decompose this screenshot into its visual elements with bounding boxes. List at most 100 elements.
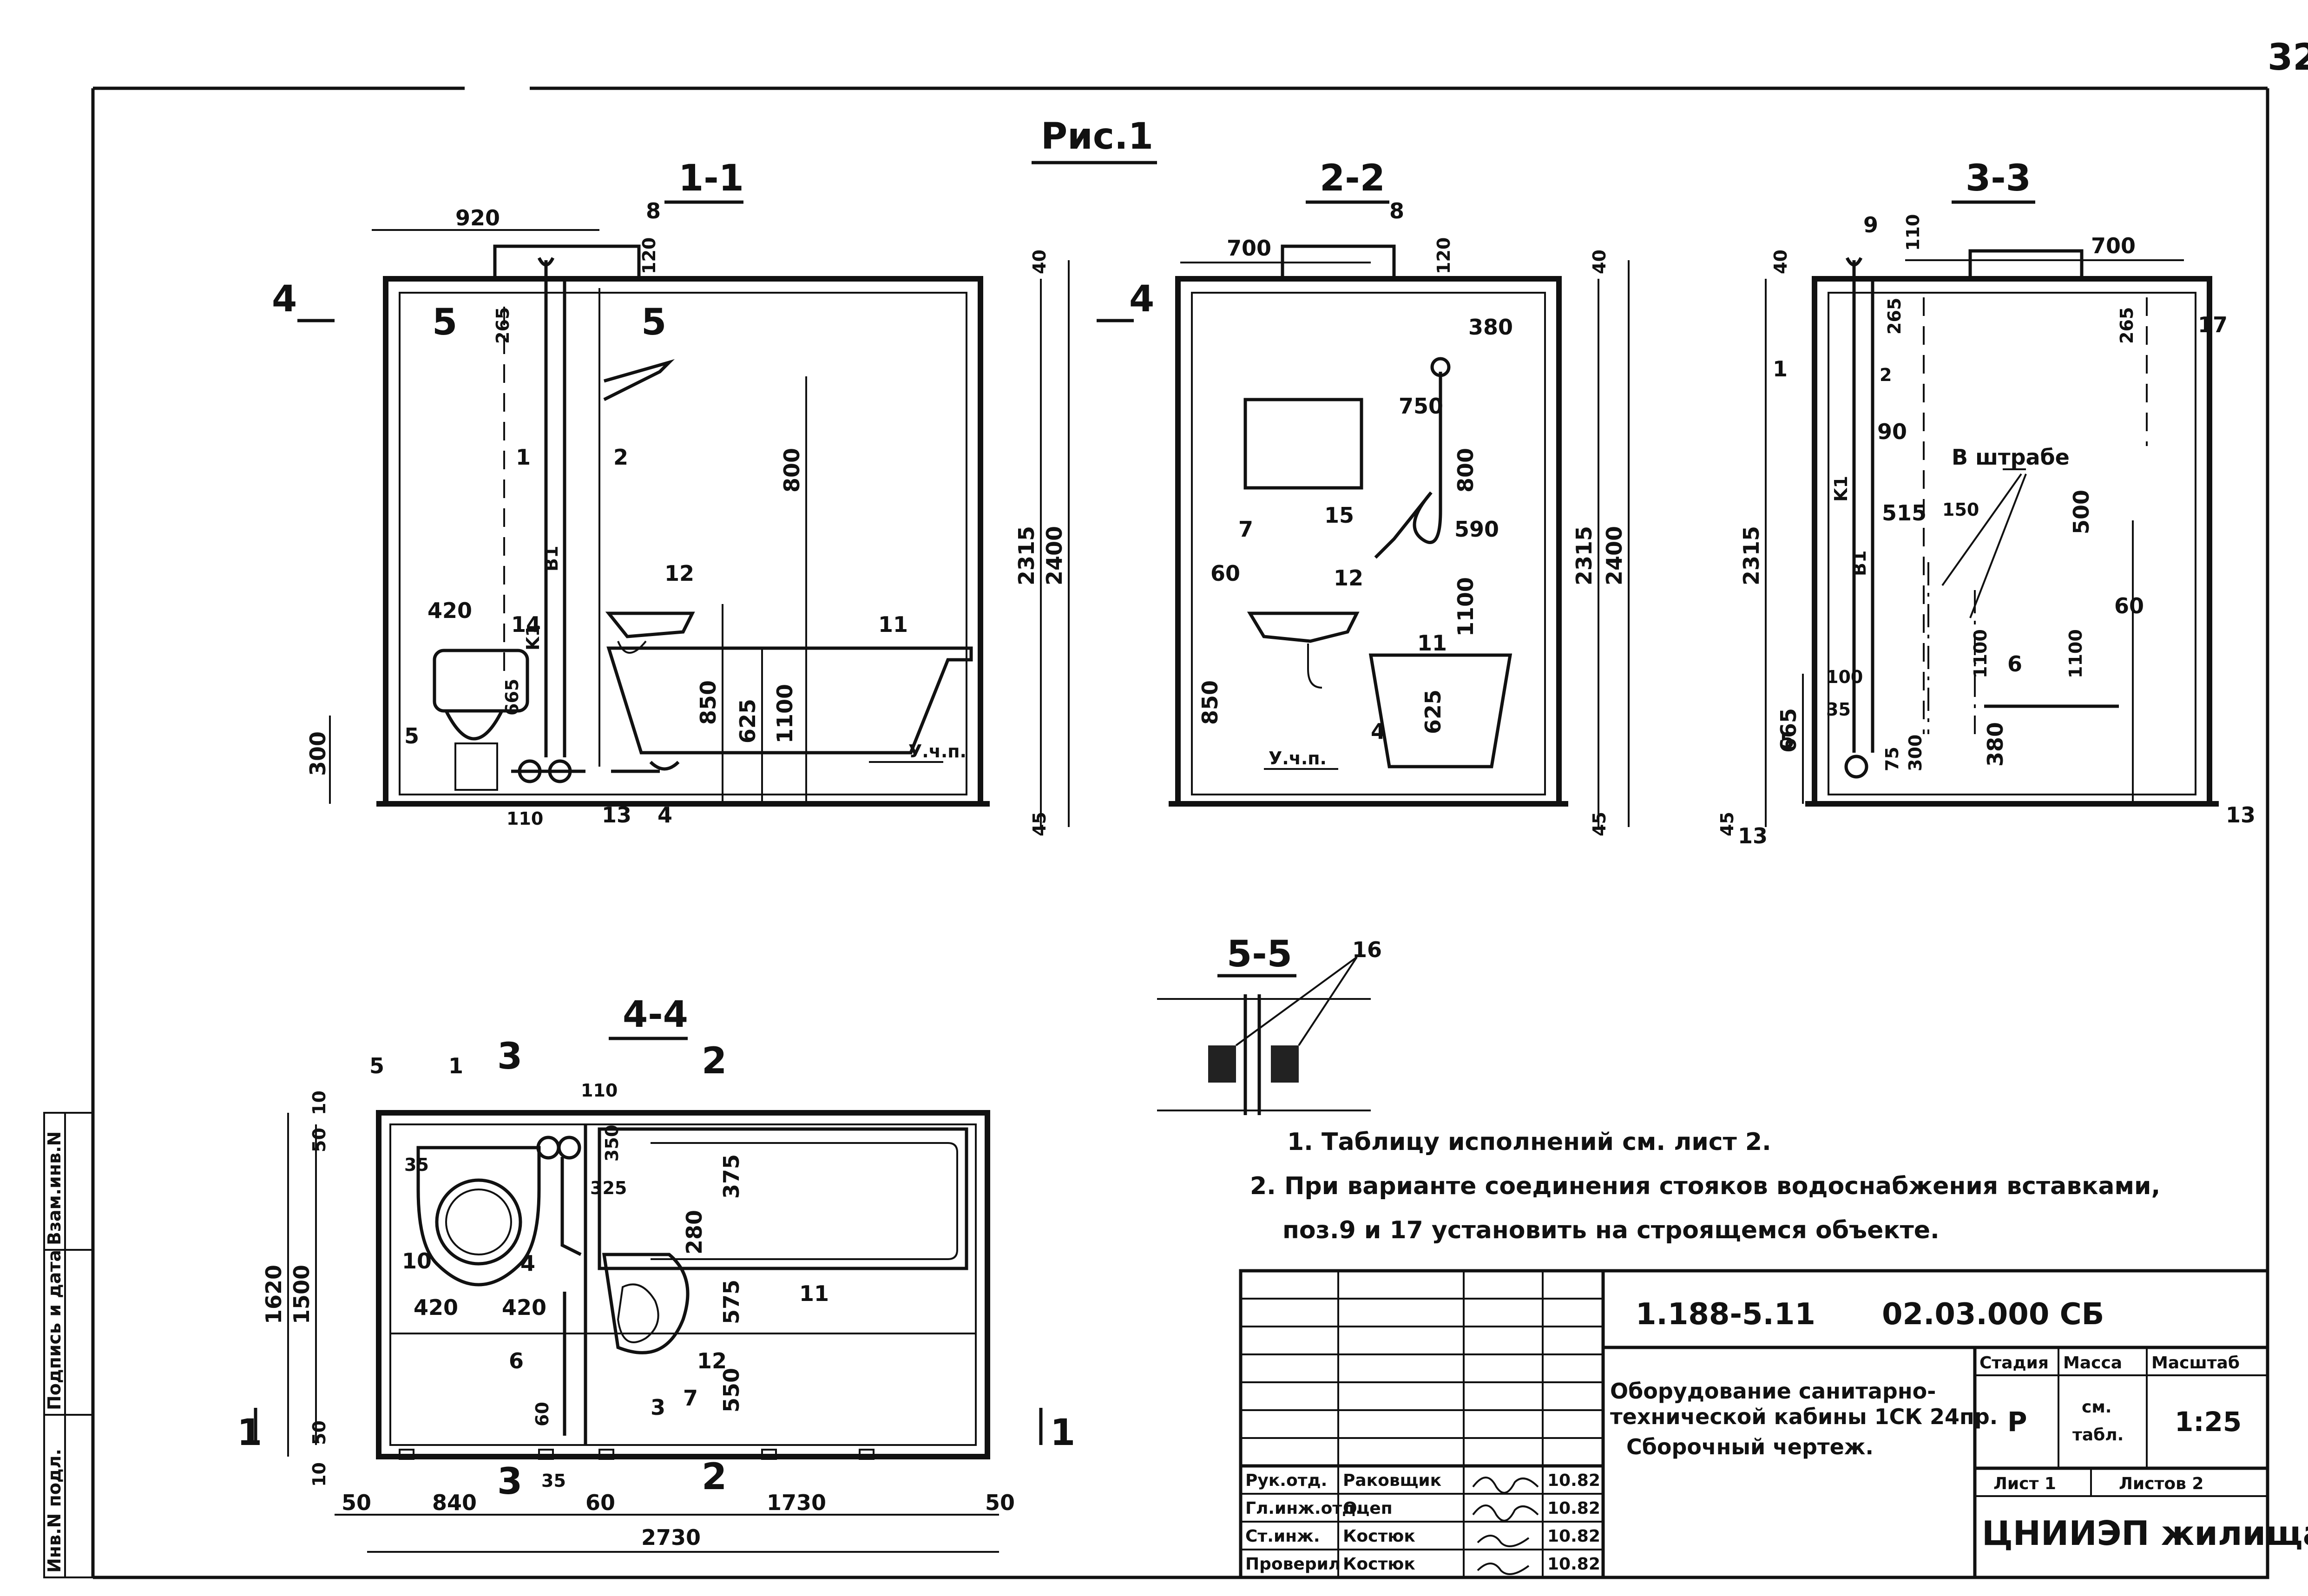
- signature-1: [1472, 1504, 1539, 1522]
- name-2: Костюк: [1343, 1527, 1415, 1546]
- dim-90: 90: [1877, 419, 1907, 444]
- dim-2315: 2315: [1739, 526, 1764, 585]
- cut-5-left: 5: [432, 302, 457, 343]
- callout-6: 6: [509, 1348, 524, 1373]
- side-stamp: Инв.N подл. Подпись и дата Взам.инв.N: [43, 1112, 94, 1578]
- dim-515: 515: [1882, 500, 1927, 525]
- callout-8: 8: [646, 198, 661, 223]
- dim-60: 60: [532, 1402, 552, 1426]
- dim-60-bottom: 60: [585, 1490, 615, 1515]
- dim-575: 575: [719, 1280, 744, 1324]
- callout-12: 12: [697, 1348, 727, 1373]
- dim-800: 800: [1453, 448, 1478, 493]
- callout-13: 13: [602, 802, 631, 828]
- callout-5: 5: [1780, 728, 1795, 753]
- signature-3: [1477, 1563, 1530, 1575]
- section-3-3-title: 3-3: [1966, 158, 2031, 199]
- dim-110: 110: [581, 1080, 618, 1101]
- callout-12: 12: [1334, 565, 1363, 591]
- side-stamp-sign: Подпись и дата: [44, 1250, 65, 1410]
- grille-left: [1208, 1045, 1236, 1083]
- section-2-2-title: 2-2: [1320, 158, 1385, 199]
- riser-b1: B1: [541, 546, 562, 571]
- scale-header: Масштаб: [2151, 1353, 2240, 1373]
- name-0: Раковщик: [1343, 1471, 1441, 1490]
- section-1-1: 1-1 У.ч.п. 920 12: [272, 158, 1154, 836]
- level-mark-2-2: У.ч.п.: [1269, 748, 1327, 768]
- dim-800: 800: [779, 448, 804, 493]
- dim-150: 150: [1942, 499, 1979, 520]
- page-number: 32: [2268, 37, 2308, 79]
- dim-700: 700: [2091, 233, 2136, 258]
- callout-15: 15: [1324, 503, 1354, 528]
- callout-1: 1: [516, 445, 531, 470]
- dim-1100-a: 1100: [1970, 629, 1991, 678]
- doc-code: 1.188-5.11: [1636, 1297, 1815, 1332]
- sheet-number: Лист 1: [1993, 1474, 2056, 1493]
- signature-0: [1472, 1477, 1539, 1494]
- doc-number: 02.03.000 СБ: [1882, 1297, 2104, 1332]
- dim-45: 45: [1717, 812, 1737, 836]
- dim-625: 625: [735, 699, 760, 743]
- dim-120: 120: [639, 237, 659, 274]
- callout-13-left: 13: [1738, 823, 1768, 848]
- dim-280: 280: [682, 1210, 707, 1254]
- cut-5-right: 5: [641, 302, 666, 343]
- mass-header: Масса: [2063, 1353, 2122, 1373]
- dim-50-top: 50: [309, 1128, 329, 1152]
- callout-1: 1: [1773, 356, 1788, 381]
- dim-2315: 2315: [1572, 526, 1597, 585]
- section-3-3: 3-3 В штрабе 40 110 700 265 265 90 515 1…: [1717, 158, 2255, 848]
- dim-300: 300: [305, 731, 330, 776]
- side-stamp-repl: Взам.инв.N: [44, 1131, 65, 1245]
- cut-2-bottom: 2: [702, 1456, 727, 1498]
- dim-665: 665: [1776, 708, 1801, 753]
- callout-2: 2: [613, 445, 628, 470]
- dim-420: 420: [427, 598, 472, 623]
- callout-6: 6: [2007, 651, 2022, 676]
- callout-4: 4: [658, 802, 672, 828]
- dim-100: 100: [1826, 667, 1863, 687]
- dim-700: 700: [1227, 236, 1271, 261]
- dim-2730: 2730: [641, 1525, 701, 1550]
- callout-14: 14: [511, 612, 541, 637]
- date-0: 10.82: [1547, 1471, 1600, 1490]
- stage-value: Р: [2007, 1406, 2027, 1438]
- recess-label: В штрабе: [1952, 445, 2070, 470]
- dim-1100: 1100: [1453, 577, 1478, 637]
- description-line-2: технической кабины 1СК 24пр.: [1610, 1404, 1998, 1429]
- title-block: Рук.отд. Раковщик 10.82 Гл.инж.отд. Оцеп…: [1239, 1269, 2308, 1579]
- name-3: Костюк: [1343, 1555, 1415, 1574]
- dim-500: 500: [2069, 490, 2094, 534]
- role-3: Проверил: [1245, 1555, 1341, 1574]
- dim-35-bottom: 35: [541, 1471, 566, 1491]
- cut-1-right: 1: [1050, 1412, 1075, 1454]
- name-1: Оцеп: [1343, 1499, 1393, 1518]
- riser-k1: K1: [523, 624, 543, 650]
- mass-value-1: см.: [2082, 1398, 2111, 1417]
- dim-325: 325: [590, 1178, 627, 1198]
- dim-10-top: 10: [309, 1090, 329, 1115]
- dim-40: 40: [1029, 250, 1050, 274]
- callout-5: 5: [404, 723, 419, 749]
- figure-title: Рис.1: [1041, 116, 1153, 158]
- dim-2400: 2400: [1042, 526, 1067, 585]
- dim-110: 110: [506, 808, 543, 829]
- dim-120: 120: [1433, 237, 1454, 274]
- dim-750: 750: [1399, 394, 1443, 419]
- notes: 1. Таблицу исполнений см. лист 2. 2. При…: [1250, 1128, 2160, 1244]
- dim-665: 665: [502, 679, 522, 716]
- date-3: 10.82: [1547, 1555, 1600, 1574]
- dim-840: 840: [432, 1490, 477, 1515]
- dim-50-bottom: 50: [309, 1420, 329, 1445]
- dim-625: 625: [1420, 690, 1446, 734]
- side-stamp-inv: Инв.N подл.: [44, 1449, 65, 1573]
- sheets-total: Листов 2: [2119, 1474, 2203, 1493]
- dim-75: 75: [1882, 747, 1902, 771]
- callout-1: 1: [448, 1053, 463, 1078]
- cut-4-right: 4: [1129, 278, 1154, 320]
- note-2: 2. При варианте соединения стояков водос…: [1250, 1172, 2160, 1200]
- dim-850: 850: [1197, 680, 1223, 725]
- dim-550: 550: [719, 1368, 744, 1412]
